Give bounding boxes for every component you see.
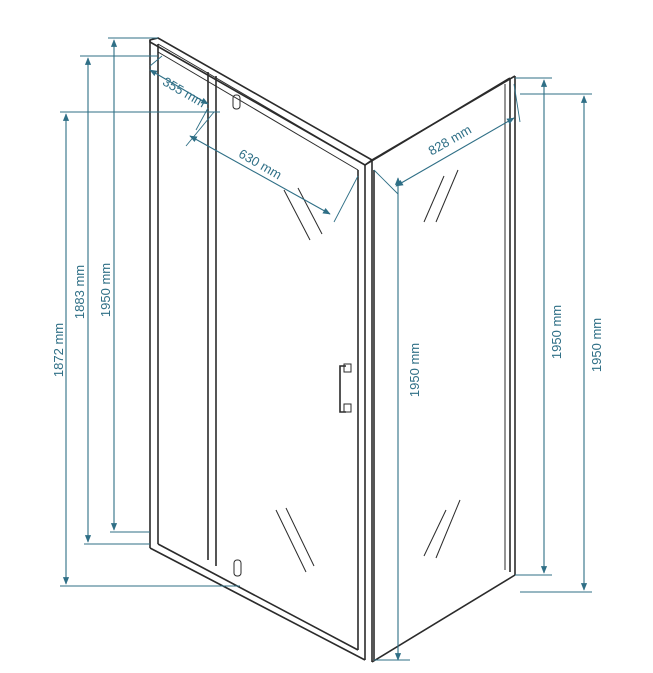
extension-lines-right (515, 77, 592, 593)
dimension-1872: 1872 mm (51, 113, 70, 585)
dimension-label-630: 630 mm (236, 146, 284, 182)
hinge-bottom (233, 559, 242, 577)
dimension-828: 828 mm (373, 83, 521, 195)
dimension-label-1883: 1883 mm (72, 265, 87, 319)
glass-reflection-front (275, 187, 323, 573)
door-handle (339, 363, 352, 413)
dimension-label-1950-right-b: 1950 mm (589, 318, 604, 372)
dimension-1950-center: 1950 mm (374, 177, 422, 661)
dimension-1950-right-a: 1950 mm (540, 79, 564, 574)
dimension-label-1872: 1872 mm (51, 323, 66, 377)
hinge-top (232, 94, 241, 110)
dimension-1950-left: 1950 mm (98, 39, 118, 531)
side-panel-frame (364, 75, 516, 663)
dimension-1950-right-b: 1950 mm (580, 95, 604, 591)
glass-reflection-side (423, 169, 461, 559)
front-door-frame (149, 37, 374, 662)
dimension-630: 630 mm (185, 111, 359, 223)
dimension-1883: 1883 mm (72, 57, 92, 543)
dimension-label-355: 355 mm (160, 74, 208, 110)
dimension-label-1950-center: 1950 mm (407, 343, 422, 397)
dimension-label-1950-right-a: 1950 mm (549, 305, 564, 359)
dimension-label-828: 828 mm (426, 122, 474, 158)
dimension-label-1950-left: 1950 mm (98, 263, 113, 317)
